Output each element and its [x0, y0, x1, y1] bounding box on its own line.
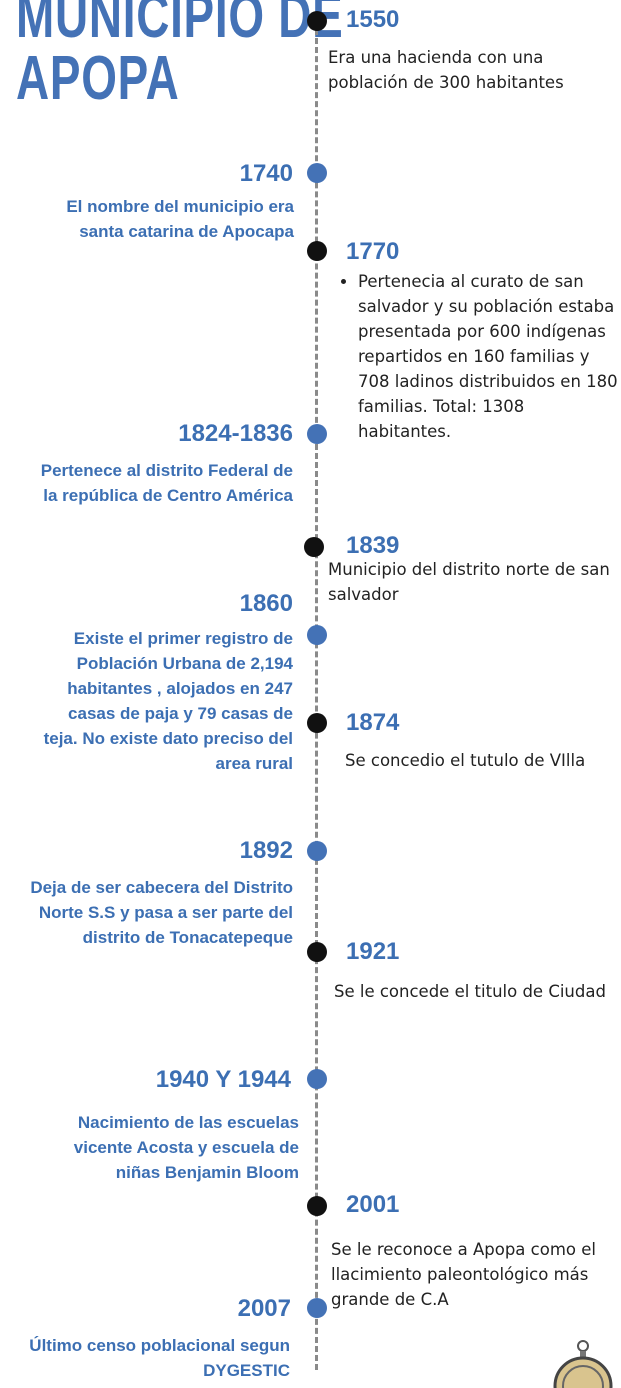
- timeline-marker-1892: [307, 841, 327, 861]
- event-year-1839: 1839: [346, 532, 400, 559]
- compass-icon: [553, 1340, 613, 1388]
- event-text-2001: Se le reconoce a Apopa como el llacimien…: [331, 1240, 596, 1309]
- event-text-1740: El nombre del municipio era santa catari…: [66, 197, 294, 241]
- event-text-1550: Era una hacienda con una población de 30…: [328, 48, 564, 92]
- page-title: MUNICIPIO DE APOPA: [16, 0, 344, 110]
- timeline-marker-1550: [307, 11, 327, 31]
- event-year-1874: 1874: [346, 709, 400, 736]
- event-year-1824-1836: 1824-1836: [178, 420, 293, 447]
- timeline-marker-1824-1836: [307, 424, 327, 444]
- event-text-1940-1944: Nacimiento de las escuelas vicente Acost…: [73, 1113, 299, 1182]
- event-text-1921: Se le concede el titulo de Ciudad: [334, 982, 606, 1001]
- event-year-1921: 1921: [346, 938, 400, 965]
- timeline-axis: [315, 20, 318, 1370]
- title-line-2: APOPA: [16, 44, 180, 113]
- event-year-1892: 1892: [239, 837, 293, 864]
- event-text-1839: Municipio del distrito norte de san salv…: [328, 560, 610, 604]
- event-bullet-1770: Pertenecia al curato de san salvador y s…: [358, 269, 620, 444]
- timeline-marker-1940-1944: [307, 1069, 327, 1089]
- event-year-1770: 1770: [346, 238, 400, 265]
- title-line-1: MUNICIPIO DE: [16, 0, 344, 51]
- event-year-1740: 1740: [239, 160, 293, 187]
- event-text-1824-1836: Pertenece al distrito Federal de la repú…: [40, 461, 293, 505]
- timeline-marker-1839: [304, 537, 324, 557]
- timeline-marker-1921: [307, 942, 327, 962]
- event-year-1860: 1860: [239, 590, 293, 617]
- event-year-1940-1944: 1940 Y 1944: [155, 1066, 291, 1093]
- event-text-1860: Existe el primer registro de Población U…: [43, 629, 293, 773]
- timeline-marker-2001: [307, 1196, 327, 1216]
- event-text-1770: Pertenecia al curato de san salvador y s…: [340, 269, 620, 444]
- timeline-marker-1860: [307, 625, 327, 645]
- event-year-2001: 2001: [346, 1191, 400, 1218]
- timeline-marker-2007: [307, 1298, 327, 1318]
- event-text-2007: Último censo poblacional segun DYGESTIC: [29, 1336, 290, 1380]
- event-year-2007: 2007: [237, 1295, 291, 1322]
- timeline-marker-1740: [307, 163, 327, 183]
- timeline-marker-1874: [307, 713, 327, 733]
- event-year-1550: 1550: [346, 6, 400, 33]
- event-text-1892: Deja de ser cabecera del Distrito Norte …: [30, 878, 293, 947]
- timeline-marker-1770: [307, 241, 327, 261]
- event-text-1874: Se concedio el tutulo de VIlla: [345, 751, 586, 770]
